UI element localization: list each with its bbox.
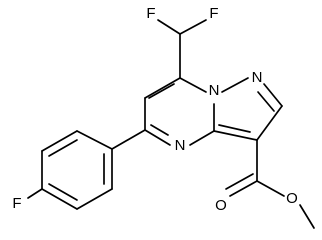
fluorine-label-top-left: F	[146, 5, 155, 22]
bond-n7a-c7	[179, 77, 207, 93]
bond-phenyl-2-double	[48, 139, 78, 157]
bond-n4-c3a	[189, 130, 215, 146]
bond-c7-c6	[144, 77, 181, 99]
bond-carbonyl-oxygen-double	[225, 173, 254, 190]
bond-c3-c3a-double	[218, 124, 251, 133]
bond-phenyl-1	[76, 130, 113, 150]
bond-phenyl-fluorine	[27, 188, 43, 199]
bond-c7-c6-double	[148, 83, 175, 99]
bond-n7a-n1	[221, 77, 249, 93]
chemical-structure-canvas: F F N N N F O O	[12, 4, 315, 229]
bond-phenyl-4	[41, 188, 78, 210]
fluorine-label-phenyl: F	[12, 195, 21, 212]
oxygen-label-ester: O	[286, 190, 298, 207]
bond-phenyl-5	[76, 188, 113, 210]
fluorine-label-top-right: F	[209, 5, 218, 22]
bond-chf2-f-left	[157, 19, 181, 35]
oxygen-label-carbonyl: O	[215, 197, 227, 214]
bond-ester-methyl	[299, 204, 315, 229]
atom-labels: F F N N N F O O	[12, 5, 297, 214]
nitrogen-label-pyrazole: N	[252, 69, 263, 86]
bond-c5-phenyl	[111, 129, 146, 150]
bond-c3-c3a	[213, 130, 258, 141]
nitrogen-label-bridge: N	[209, 82, 220, 99]
bond-phenyl-2	[41, 130, 78, 152]
molecule-diagram: F F N N N F O O	[12, 5, 315, 229]
bond-c5-n4-double	[150, 124, 169, 136]
bond-c5-n4	[144, 129, 171, 146]
bond-chf2-f-right	[179, 19, 207, 35]
bond-carbonyl-oxygen	[229, 180, 258, 197]
bond-phenyl-4-double	[48, 183, 78, 201]
bond-n1-c2	[263, 83, 283, 107]
bond-c2-c3	[256, 105, 283, 141]
bond-n1-c2-double	[257, 91, 275, 112]
bond-carbonyl-ester-oxygen	[256, 180, 285, 197]
nitrogen-label-pyrimidine: N	[175, 137, 186, 154]
bond-lines	[27, 19, 315, 229]
